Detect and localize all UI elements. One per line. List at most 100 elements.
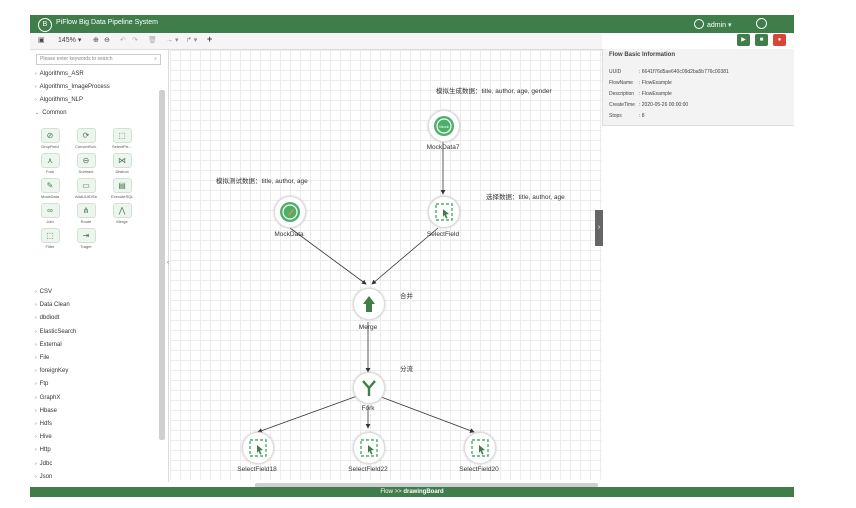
category-json[interactable]: ›Json xyxy=(35,474,52,480)
category-label: ElasticSearch xyxy=(39,328,77,335)
category-label: Hive xyxy=(39,434,52,441)
stop-tile-select[interactable]: ⬚SelectFie... xyxy=(111,128,133,149)
user-menu[interactable]: admin ▾ xyxy=(694,19,732,29)
category-file[interactable]: ›File xyxy=(35,355,49,361)
waypoint-style-select[interactable]: ↱ ▾ xyxy=(186,37,198,44)
stop-tile-drop[interactable]: ⊘DropField xyxy=(39,128,61,149)
stop-tile-merge[interactable]: ⋀Merge xyxy=(111,203,133,224)
category-hive[interactable]: ›Hive xyxy=(35,434,52,440)
user-caret-icon: ▾ xyxy=(728,22,732,29)
node-mockdata[interactable] xyxy=(274,196,306,228)
stop-tile-uuid[interactable]: ▭AddUUIDSto... xyxy=(75,178,97,199)
zoom-out-icon[interactable]: ⊖ xyxy=(104,37,110,44)
merge-icon: ⋀ xyxy=(112,203,132,218)
category-common[interactable]: ⌄Common xyxy=(35,110,67,116)
category-arrow-icon: › xyxy=(35,460,37,467)
category-dbdiodt[interactable]: ›dbdiodt xyxy=(35,315,59,321)
flow-info-value: : 2020-05-26 00:00:00 xyxy=(639,102,689,108)
stop-tile-label: ConvertSch... xyxy=(75,144,97,149)
delete-icon[interactable]: 🗑 xyxy=(148,37,157,44)
zoom-select[interactable]: 145% ▾ xyxy=(58,36,81,44)
node-mockdata7[interactable]: Mock xyxy=(428,110,460,142)
category-foreignkey[interactable]: ›foreignKey xyxy=(35,368,68,374)
category-algorithms-imageprocess[interactable]: ›Algorithms_ImageProcess xyxy=(35,84,110,90)
category-graphx[interactable]: ›GraphX xyxy=(35,395,60,401)
undo-icon[interactable]: ↶ xyxy=(120,37,126,44)
category-http[interactable]: ›Http xyxy=(35,447,51,453)
flow-info-row: FlowName: FlowExample xyxy=(609,80,672,86)
app-window: B PiFlow Big Data Pipeline System admin … xyxy=(30,15,794,497)
stop-search-input[interactable]: Please enter keywords to search ⌕ xyxy=(36,54,161,65)
zoom-in-icon[interactable]: ⊕ xyxy=(93,37,99,44)
stop-tile-mock[interactable]: ✎MockData xyxy=(39,178,61,199)
category-jdbc[interactable]: ›Jdbc xyxy=(35,461,52,467)
category-elasticsearch[interactable]: ›ElasticSearch xyxy=(35,329,76,335)
category-csv[interactable]: ›CSV xyxy=(35,289,52,295)
category-hbase[interactable]: ›Hbase xyxy=(35,408,57,414)
stop-tile-distinct[interactable]: ⋈Distinct xyxy=(111,153,133,174)
drawing-board-canvas[interactable]: 模拟生成数据：title, author, age, gender 模拟测试数据… xyxy=(170,50,602,480)
flow-info-row: Description: FlowExample xyxy=(609,91,672,97)
node-label-merge: Merge xyxy=(358,324,378,331)
category-ftp[interactable]: ›Ftp xyxy=(35,381,48,387)
category-algorithms-asr[interactable]: ›Algorithms_ASR xyxy=(35,71,84,77)
panel-expand-icon[interactable]: › xyxy=(595,210,603,246)
flow-info-row: CreateTime: 2020-05-26 00:00:00 xyxy=(609,102,688,108)
run-button[interactable]: ▶ xyxy=(737,34,750,46)
save-button[interactable]: ■ xyxy=(755,34,768,46)
sidebar-scrollbar[interactable] xyxy=(159,90,165,440)
flow-info-key: Stops xyxy=(609,113,622,119)
category-label: dbdiodt xyxy=(39,315,60,322)
node-selectfield18[interactable] xyxy=(242,432,274,464)
stop-tile-convert[interactable]: ⟳ConvertSch... xyxy=(75,128,97,149)
stop-tile-fork[interactable]: ⋏Fork xyxy=(39,153,61,174)
stop-tile-label: SelectFie... xyxy=(111,144,132,149)
stop-tile-label: Trager xyxy=(80,244,92,249)
route-icon: ⋔ xyxy=(76,203,96,218)
category-label: Algorithms_NLP xyxy=(39,97,84,103)
stop-tile-join[interactable]: ∞Join xyxy=(39,203,61,224)
category-label: Algorithms_ASR xyxy=(39,71,84,77)
stop-button[interactable]: ● xyxy=(773,34,786,46)
node-selectfield22[interactable] xyxy=(353,432,385,464)
stop-tile-label: AddUUIDSto... xyxy=(75,194,97,199)
stop-tile-route[interactable]: ⋔Route xyxy=(75,203,97,224)
flow-info-value: : FlowExample xyxy=(639,91,672,97)
search-icon[interactable]: ⌕ xyxy=(154,56,157,62)
category-label: CSV xyxy=(39,289,53,295)
redo-icon[interactable]: ↷ xyxy=(132,37,138,44)
page-layout-icon[interactable]: ▣ xyxy=(38,37,45,44)
category-label: Hbase xyxy=(39,407,58,414)
connector-style-select[interactable]: → ▾ xyxy=(166,37,179,44)
join-icon: ∞ xyxy=(40,203,60,218)
category-algorithms-nlp[interactable]: ›Algorithms_NLP xyxy=(35,97,83,103)
mock-icon: Mock xyxy=(436,118,452,134)
stop-tile-trigger[interactable]: ⇥Trager xyxy=(75,228,97,249)
node-merge[interactable] xyxy=(353,288,385,320)
language-globe-icon[interactable] xyxy=(756,18,767,29)
stop-tile-subtract[interactable]: ⊖Subtract xyxy=(75,153,97,174)
stop-tile-label: Distinct xyxy=(115,169,129,174)
flow-info-key: UUID xyxy=(609,69,622,75)
node-selectfield[interactable] xyxy=(428,196,460,228)
stop-tile-sql[interactable]: ▤ExecuteSQL... xyxy=(111,178,133,199)
category-label: Algorithms_ImageProcess xyxy=(39,84,110,90)
node-label-mockdata: MockData xyxy=(274,231,304,238)
stop-tile-label: MockData xyxy=(40,194,59,199)
drop-icon: ⊘ xyxy=(40,128,60,143)
category-data-clean[interactable]: ›Data Clean xyxy=(35,302,70,308)
canvas-horizontal-scrollbar[interactable] xyxy=(255,483,598,489)
node-label-mockdata7: MockData7 xyxy=(426,144,460,151)
category-label: External xyxy=(39,341,62,348)
node-selectfield20[interactable] xyxy=(464,432,496,464)
category-hdfs[interactable]: ›Hdfs xyxy=(35,421,52,427)
stop-tile-filter[interactable]: ⬚Filter xyxy=(39,228,61,249)
node-fork[interactable] xyxy=(353,372,385,404)
add-icon[interactable]: + xyxy=(207,34,213,44)
sidebar-collapse-icon[interactable]: ‹ xyxy=(167,260,169,266)
mock-icon: ✎ xyxy=(40,178,60,193)
select-icon xyxy=(471,439,489,457)
convert-icon: ⟳ xyxy=(76,128,96,143)
category-external[interactable]: ›External xyxy=(35,342,62,348)
node-label-selectfield22: SelectField22 xyxy=(348,466,388,473)
